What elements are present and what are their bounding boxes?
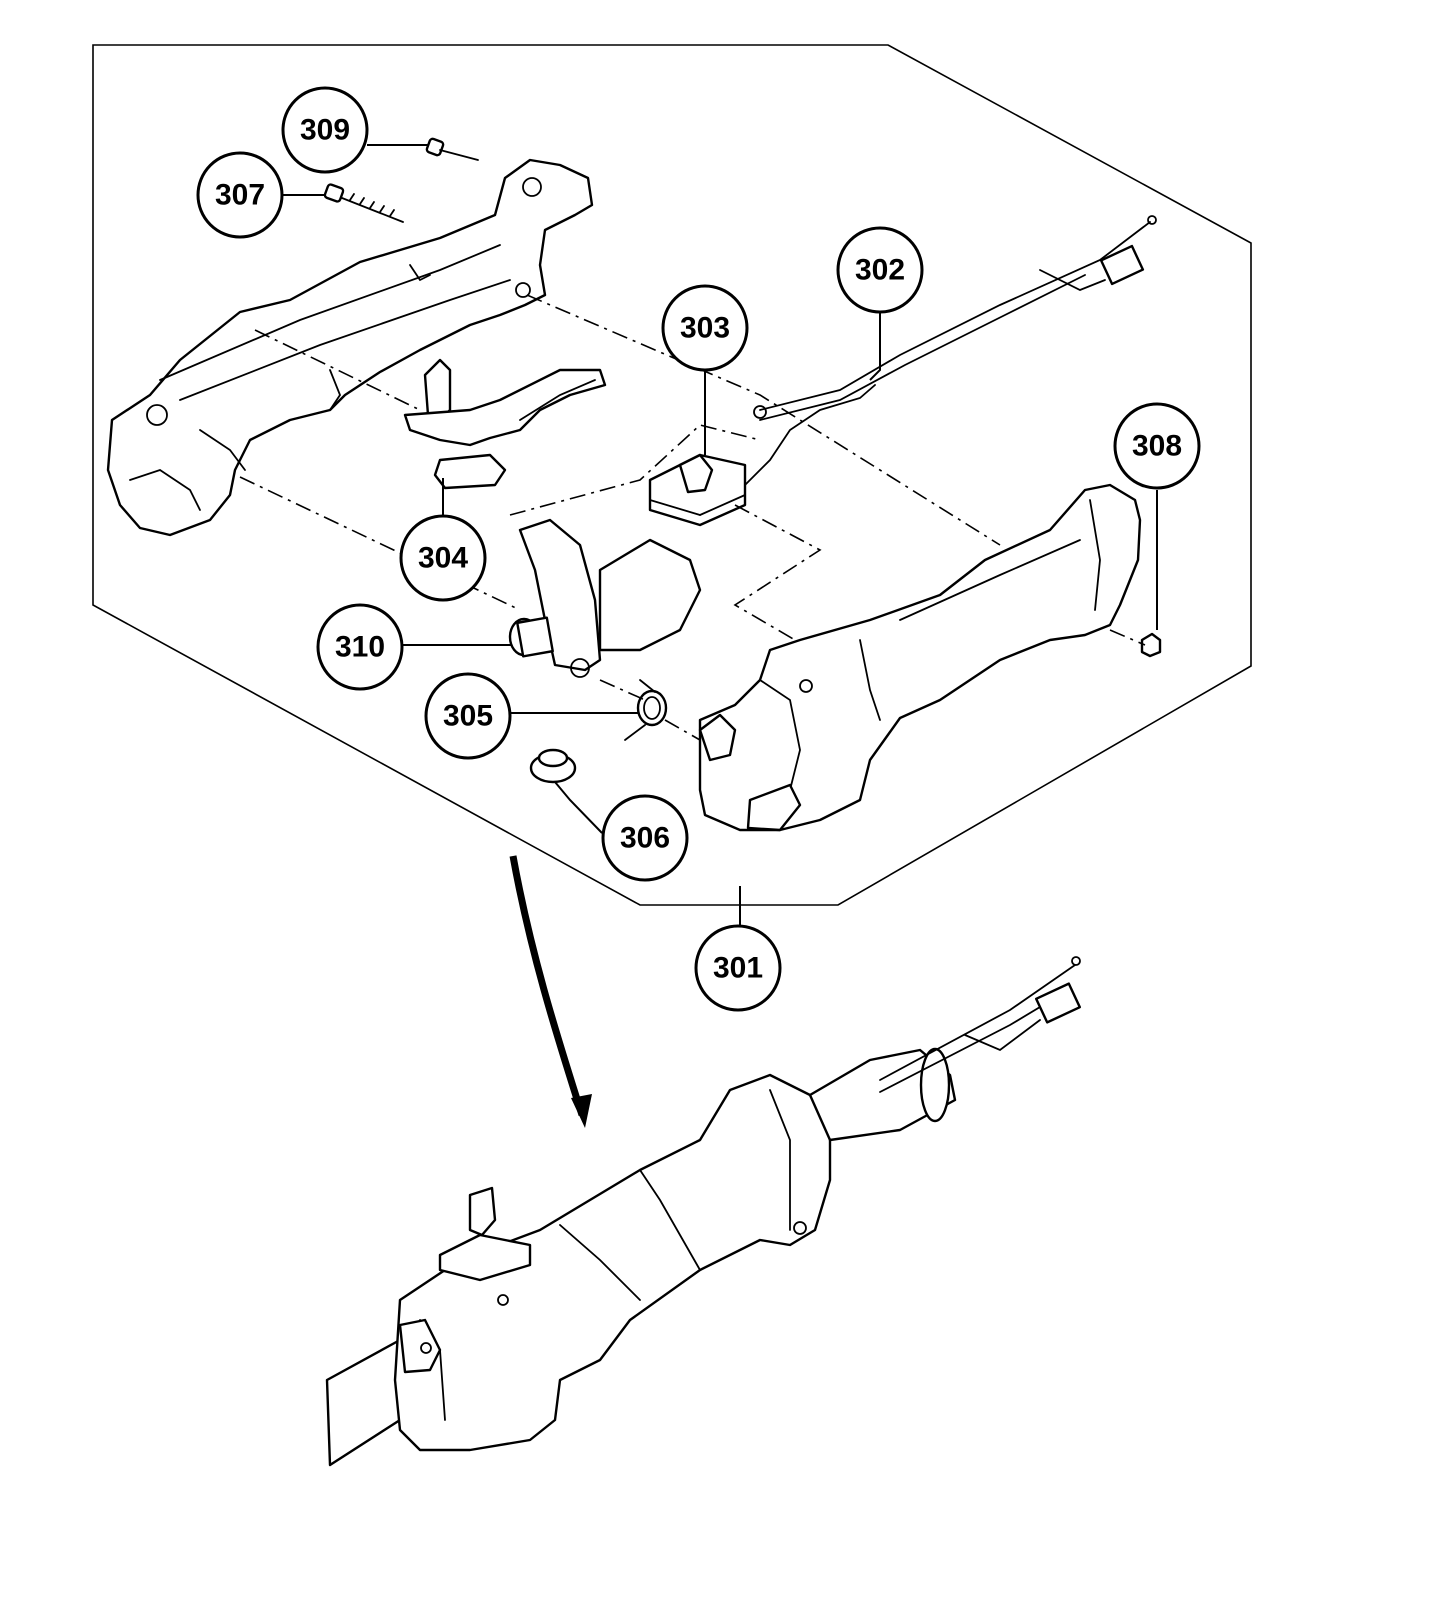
leader-lines xyxy=(280,144,1158,925)
callout-307: 307 xyxy=(196,151,284,239)
stop-switch xyxy=(648,453,747,527)
cap-306 xyxy=(529,748,577,784)
callout-label: 304 xyxy=(418,542,468,575)
trigger-310 xyxy=(508,518,702,678)
callout-label: 301 xyxy=(713,952,763,985)
screw-309 xyxy=(425,137,479,161)
nut-308 xyxy=(1140,632,1162,658)
callout-308: 308 xyxy=(1113,402,1201,490)
callout-306: 306 xyxy=(601,794,689,882)
callout-310: 310 xyxy=(316,603,404,691)
callout-label: 306 xyxy=(620,822,670,855)
callout-303: 303 xyxy=(661,284,749,372)
screw-307 xyxy=(323,183,404,223)
assembly-boundary-frame xyxy=(92,44,1252,906)
assembly-arrow xyxy=(509,855,592,1128)
callout-label: 302 xyxy=(855,254,905,287)
assembled-handle xyxy=(325,956,1082,1467)
callout-301: 301 xyxy=(694,924,782,1012)
callout-label: 310 xyxy=(335,631,385,664)
callout-304: 304 xyxy=(399,514,487,602)
lower-handle-half xyxy=(698,483,1142,832)
callout-label: 307 xyxy=(215,179,265,212)
callout-302: 302 xyxy=(836,226,924,314)
throttle-lever xyxy=(403,358,607,490)
callout-label: 303 xyxy=(680,312,730,345)
upper-handle-half xyxy=(106,158,594,537)
callout-309: 309 xyxy=(281,86,369,174)
callout-label: 309 xyxy=(300,114,350,147)
callout-label: 308 xyxy=(1132,430,1182,463)
callout-label: 305 xyxy=(443,700,493,733)
spring-305 xyxy=(624,679,668,741)
callout-305: 305 xyxy=(424,672,512,760)
throttle-cable xyxy=(744,215,1157,486)
